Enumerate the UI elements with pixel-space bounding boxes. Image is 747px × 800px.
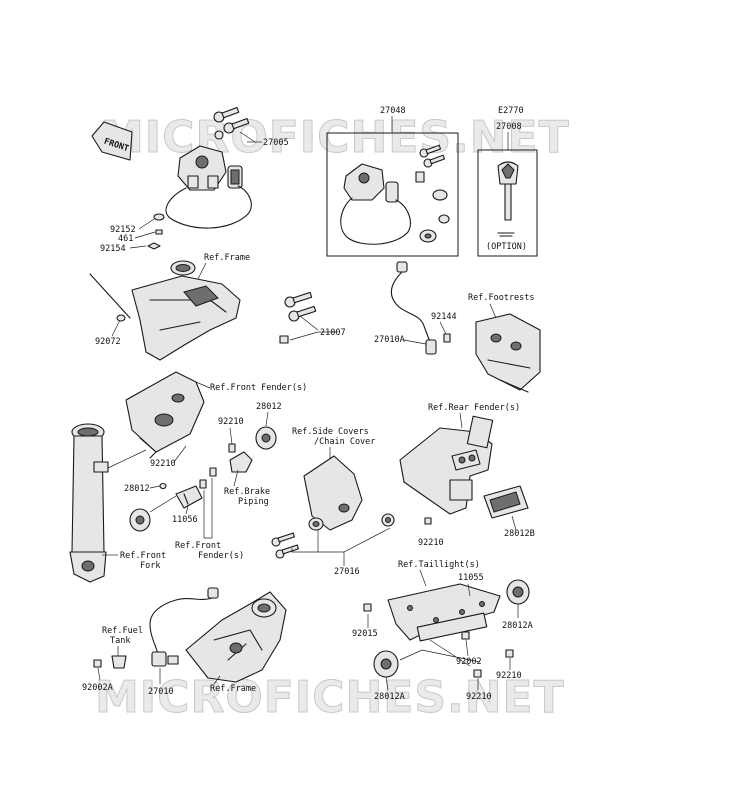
- clamp-11056: [175, 485, 203, 509]
- taillight-bracket-11055: [387, 583, 501, 642]
- watermark-bottom: MICROFICHES.NET: [95, 672, 565, 723]
- label-27008: 27008: [496, 122, 522, 132]
- label-ref-taillight: Ref.Taillight(s): [398, 560, 480, 570]
- footrest-bracket-part: [475, 313, 541, 393]
- label-92002A: 92002A: [82, 683, 113, 693]
- key-blank-icon: [497, 161, 519, 237]
- label-92002: 92002: [456, 657, 482, 667]
- label-27010A: 27010A: [374, 335, 405, 345]
- label-ref-fuel-tank-1: Ref.Fuel: [102, 626, 143, 636]
- label-92210-c: 92210: [418, 538, 444, 548]
- label-option: (OPTION): [486, 242, 527, 252]
- grommet-28012-a: [255, 426, 277, 450]
- label-ref-frame-bottom: Ref.Frame: [210, 684, 256, 694]
- label-28012A-b: 28012A: [374, 692, 405, 702]
- label-ref-brake-1: Ref.Brake: [224, 487, 270, 497]
- grommet-28012-b: [129, 508, 151, 532]
- sensor-27010A: [390, 261, 451, 355]
- reflector-28012A-a: [506, 579, 530, 605]
- label-E2770: E2770: [498, 106, 524, 116]
- label-28012-a: 28012: [256, 402, 282, 412]
- label-92144: 92144: [431, 312, 457, 322]
- fuel-tank-mount-part: [111, 655, 127, 669]
- reflector-28012A-b: [373, 650, 399, 678]
- label-ref-brake-2: Piping: [238, 497, 269, 507]
- label-21007: 21007: [320, 328, 346, 338]
- label-92015: 92015: [352, 629, 378, 639]
- label-92154: 92154: [100, 244, 126, 254]
- keys-21007: [279, 291, 317, 344]
- kit-27048-box: [326, 132, 459, 257]
- label-ref-front-fender-b2: Fender(s): [198, 551, 244, 561]
- clip-part: [229, 451, 253, 473]
- watermark-top: MICROFICHES.NET: [100, 112, 570, 163]
- label-28012A-a: 28012A: [502, 621, 533, 631]
- key-27008-box: [477, 149, 538, 257]
- label-11056: 11056: [172, 515, 198, 525]
- sensor-27010: [149, 587, 219, 667]
- reflector-28012B: [483, 485, 529, 519]
- label-11055: 11055: [458, 573, 484, 583]
- label-ref-fuel-tank-2: Tank: [110, 636, 130, 646]
- label-ref-frame-top: Ref.Frame: [204, 253, 250, 263]
- front-arrow-icon: FRONT: [91, 121, 133, 161]
- label-ref-rear-fender: Ref.Rear Fender(s): [428, 403, 520, 413]
- steering-head-frame-part: [185, 591, 287, 683]
- label-92152: 92152: [110, 225, 136, 235]
- front-fender-bracket-part: [125, 371, 205, 459]
- key-icon: [213, 106, 250, 140]
- key-icon: [271, 532, 300, 559]
- label-27016: 27016: [334, 567, 360, 577]
- label-ref-side-covers-2: /Chain Cover: [314, 437, 375, 447]
- key-icon: [419, 144, 446, 168]
- label-28012-b: 28012: [124, 484, 150, 494]
- ignition-kit-27048: [340, 144, 450, 245]
- label-92210-e: 92210: [466, 692, 492, 702]
- front-fork-part: [69, 423, 109, 583]
- label-92210-d: 92210: [496, 671, 522, 681]
- label-ref-front-fender-top: Ref.Front Fender(s): [210, 383, 307, 393]
- label-27005: 27005: [263, 138, 289, 148]
- label-92072: 92072: [95, 337, 121, 347]
- rear-fender-part: [399, 415, 494, 515]
- frame-bracket-part: [131, 260, 241, 361]
- label-461: 461: [118, 234, 133, 244]
- label-ref-front-fork-2: Fork: [140, 561, 160, 571]
- label-27048: 27048: [380, 106, 406, 116]
- key-lock-set-27016: [271, 513, 395, 559]
- label-ref-side-covers-1: Ref.Side Covers: [292, 427, 369, 437]
- label-ref-front-fork-1: Ref.Front: [120, 551, 166, 561]
- ignition-switch-27005: [147, 106, 252, 250]
- bolt-icon: [199, 467, 217, 489]
- label-92210-a: 92210: [218, 417, 244, 427]
- label-92210-b: 92210: [150, 459, 176, 469]
- label-28012B: 28012B: [504, 529, 535, 539]
- label-ref-footrests: Ref.Footrests: [468, 293, 535, 303]
- label-27010: 27010: [148, 687, 174, 697]
- label-ref-front-fender-b1: Ref.Front: [175, 541, 221, 551]
